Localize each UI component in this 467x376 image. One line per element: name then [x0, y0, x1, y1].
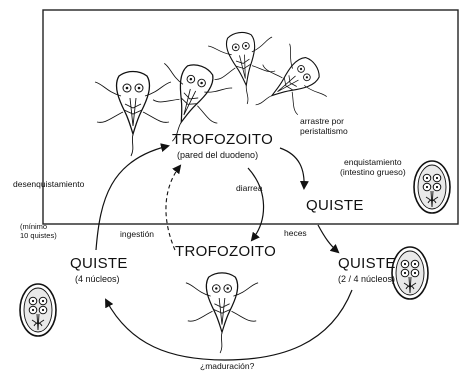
quiste-right-top-title: QUISTE — [306, 197, 364, 214]
trophozoite-icon — [95, 72, 171, 157]
quiste-left-sub: (4 núcleos) — [75, 274, 120, 284]
trofozoito-mid-title: TROFOZOITO — [175, 243, 276, 260]
arrow-heces — [318, 225, 338, 252]
diarrea-label: diarrea — [236, 184, 262, 194]
quiste-right-bottom-sub: (2 / 4 núcleos) — [338, 274, 395, 284]
minimo-label: (mínimo 10 quistes) — [20, 223, 57, 240]
cyst-icon — [20, 284, 56, 336]
quiste-right-bottom-title: QUISTE — [338, 255, 396, 272]
trofozoito-top-sub: (pared del duodeno) — [177, 150, 258, 160]
heces-label: heces — [284, 229, 307, 239]
cyst-icon — [392, 247, 428, 299]
enquistamiento-label: enquistamiento (intestino grueso) — [340, 158, 406, 178]
arrow-to-quiste — [280, 148, 304, 188]
arrastre-label: arrastre por peristaltismo — [300, 117, 348, 137]
maduracion-label: ¿maduración? — [200, 362, 254, 372]
trofozoito-top-title: TROFOZOITO — [172, 131, 273, 148]
trophozoite-icon — [186, 273, 258, 353]
desenquistamiento-label: desenquistamiento — [13, 180, 84, 190]
arrow-ingestion-dashed — [166, 166, 180, 250]
arrow-diarrea — [248, 168, 264, 240]
quiste-left-title: QUISTE — [70, 255, 128, 272]
ingestion-label: ingestión — [120, 230, 154, 240]
cyst-icon — [414, 161, 450, 213]
